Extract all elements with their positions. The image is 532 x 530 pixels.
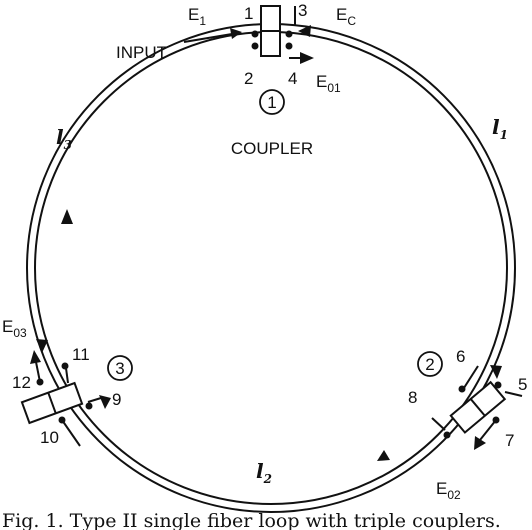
coupler-2-port-8-lead	[431, 417, 446, 431]
port-6-label: 6	[456, 347, 465, 366]
ec-arrowhead	[298, 25, 311, 37]
e03-arrow-shaft	[35, 361, 41, 383]
port-12-label: 12	[12, 373, 31, 392]
port-9-dot	[85, 402, 93, 410]
ring-arrow-lower-left	[99, 395, 111, 409]
port-1-label: 1	[244, 4, 253, 23]
port-10-label: 10	[40, 428, 59, 447]
coupler-1-number: 1	[267, 93, 276, 112]
input-arrowhead	[230, 28, 242, 39]
port-11-label: 11	[72, 345, 90, 364]
ring-arrow-left-down	[36, 339, 48, 353]
e03-arrowhead	[30, 350, 41, 364]
label-input: INPUT	[116, 43, 167, 62]
coupler-3-port-11-lead	[65, 367, 69, 384]
port-2-dot	[251, 42, 259, 50]
label-e03: E03	[2, 317, 27, 340]
label-l3: l3	[56, 125, 72, 152]
ring-arrow-right-down	[490, 365, 502, 379]
e02-arrowhead	[474, 436, 486, 450]
port-9-label: 9	[112, 390, 121, 409]
label-e02: E02	[436, 479, 461, 502]
label-e1: E1	[188, 5, 206, 28]
coupler-3-number: 3	[115, 359, 124, 378]
ring-arrow-bottom	[377, 450, 390, 461]
e01-arrowhead	[300, 52, 314, 64]
port-11-dot	[61, 362, 69, 370]
port-1-dot	[251, 30, 259, 38]
port-4-dot	[285, 42, 293, 50]
port-8-label: 8	[408, 388, 417, 407]
label-l2: l2	[256, 459, 272, 486]
port-4-label: 4	[288, 69, 297, 88]
label-e01: E01	[316, 72, 341, 95]
coupler-2	[449, 380, 507, 434]
coupler-3-divider	[47, 392, 57, 414]
port-3-label: 3	[298, 1, 307, 20]
coupler-3-port-10-lead	[61, 419, 81, 447]
ring-arrow-left-up	[61, 209, 73, 224]
port-8-dot	[443, 431, 451, 439]
figure-caption: Fig. 1. Type II single fiber loop with t…	[2, 510, 501, 530]
label-ec: EC	[336, 5, 356, 28]
e02-arrow-shaft	[479, 419, 497, 441]
coupler-2-port-5-lead	[504, 391, 523, 397]
coupler-3-port-9-lead	[87, 397, 102, 403]
coupler-1	[183, 5, 314, 64]
port-3-dot	[285, 30, 293, 38]
input-arrow-shaft	[183, 33, 233, 43]
coupler-2-number-circle	[417, 351, 443, 377]
port-10-dot	[58, 416, 66, 424]
coupler-2-ports	[431, 365, 523, 450]
label-coupler: COUPLER	[231, 139, 313, 158]
coupler-3-number-circle	[107, 355, 133, 381]
coupler-1-number-circle	[259, 89, 285, 115]
port-5-label: 5	[518, 375, 527, 394]
coupler-2-number: 2	[425, 355, 434, 374]
port-2-label: 2	[244, 69, 253, 88]
label-l1: l1	[492, 115, 508, 142]
port-6-dot	[458, 385, 466, 393]
coupler-2-divider	[469, 398, 486, 417]
port-7-label: 7	[505, 431, 514, 450]
coupler-3	[20, 381, 84, 425]
coupler-3-ports	[30, 350, 102, 447]
port-5-dot	[494, 381, 502, 389]
